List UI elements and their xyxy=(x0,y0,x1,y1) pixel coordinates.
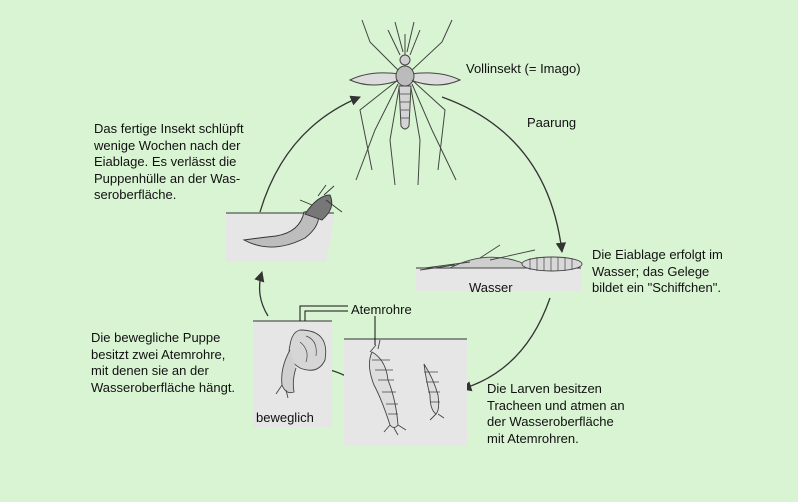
hatching-line: Puppenhülle an der Was- xyxy=(94,170,241,186)
larvae-line: mit Atemrohren. xyxy=(487,430,579,446)
emerging-mosquito-icon xyxy=(242,184,343,248)
hatching-line: Eiablage. Es verlässt die xyxy=(94,154,237,169)
label-adult: Vollinsekt (= Imago) xyxy=(466,61,581,76)
larva-small-icon xyxy=(423,363,445,421)
arrow-hatching-to-adult xyxy=(259,95,361,213)
hatching-box xyxy=(226,184,343,262)
egg-line: Wasser; das Gelege xyxy=(592,263,710,279)
adult-mosquito-icon xyxy=(348,19,462,186)
pupa-box xyxy=(253,305,348,427)
arrow-eggs-to-larvae xyxy=(461,297,551,392)
egg-description: Die Eiablage erfolgt im Wasser; das Gele… xyxy=(592,247,723,297)
label-mating: Paarung xyxy=(527,115,577,130)
pupa-line: mit denen sie an der xyxy=(91,363,209,378)
pupa-description: Die bewegliche Puppe besitzt zwei Atemro… xyxy=(91,330,235,396)
hatching-line: Das fertige Insekt schlüpft xyxy=(94,121,244,136)
egg-laying-mosquito-icon xyxy=(419,244,583,272)
arrow-adult-to-eggs xyxy=(441,96,567,254)
egg-line: Die Eiablage erfolgt im xyxy=(592,247,723,262)
arrow-pupa-to-hatching xyxy=(254,271,269,317)
egg-box xyxy=(416,244,583,291)
hatching-line: wenige Wochen nach der xyxy=(94,137,241,153)
hatching-line: seroberfläche. xyxy=(94,187,177,202)
label-breathing-tubes: Atemrohre xyxy=(351,302,412,317)
larvae-line: der Wasseroberfläche xyxy=(487,414,614,429)
larva-icon xyxy=(369,339,407,436)
larvae-line: Die Larven besitzen xyxy=(487,381,602,396)
pupa-line: Wasseroberfläche hängt. xyxy=(91,379,236,395)
hatching-description: Das fertige Insekt schlüpft wenige Woche… xyxy=(94,121,244,204)
larvae-description: Die Larven besitzen Tracheen und atmen a… xyxy=(487,381,625,447)
larvae-box xyxy=(344,316,467,446)
breathing-tube-pointer-pupa xyxy=(299,305,348,321)
larvae-line: Tracheen und atmen an xyxy=(487,397,625,413)
egg-line: bildet ein "Schiffchen". xyxy=(592,280,721,295)
label-water: Wasser xyxy=(469,280,513,295)
pupa-icon xyxy=(275,329,327,399)
pupa-line: Die bewegliche Puppe xyxy=(91,330,221,345)
label-mobile: beweglich xyxy=(256,410,314,425)
pupa-line: besitzt zwei Atemrohre, xyxy=(91,346,226,362)
